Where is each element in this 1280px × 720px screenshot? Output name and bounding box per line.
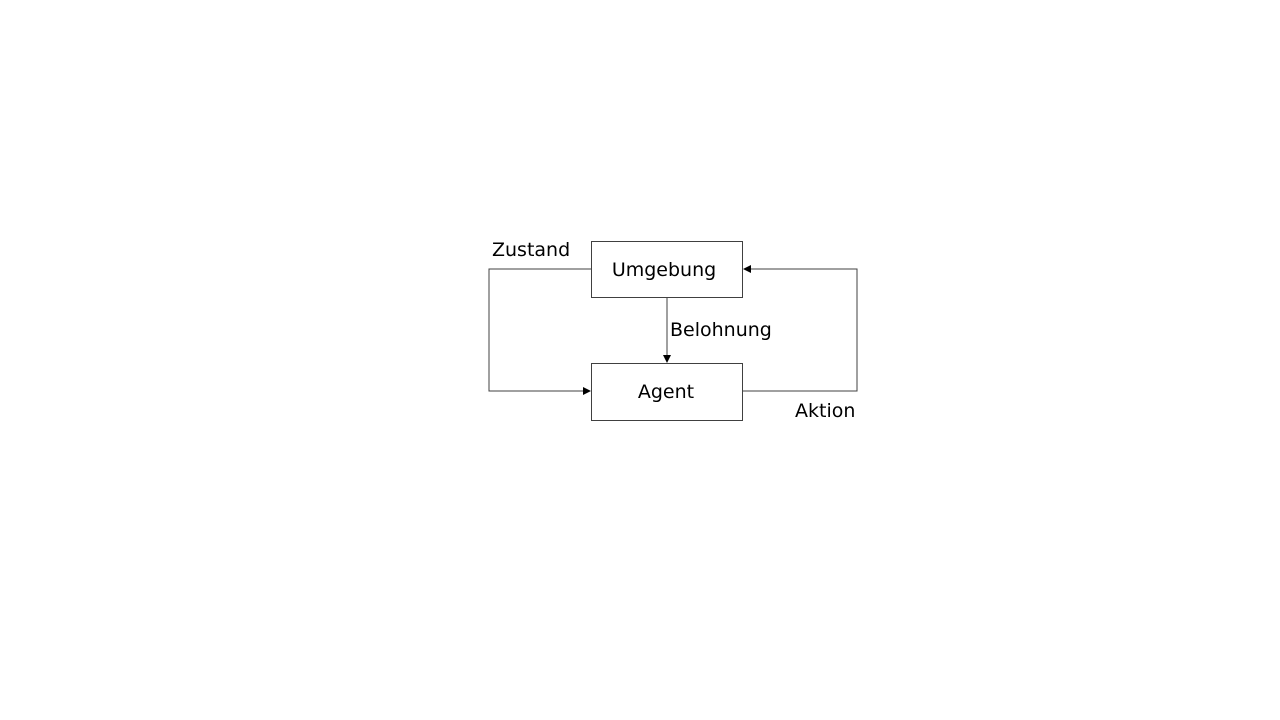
reward-edge-label: Belohnung <box>670 319 772 341</box>
action-edge-label: Aktion <box>795 400 856 422</box>
agent-node: Agent <box>591 363 743 421</box>
state-edge-label: Zustand <box>492 239 571 261</box>
environment-label: Umgebung <box>611 258 717 281</box>
environment-node: Umgebung <box>591 241 743 298</box>
action-arrow <box>742 265 858 392</box>
state-arrow <box>488 268 592 395</box>
agent-label: Agent <box>637 381 695 403</box>
